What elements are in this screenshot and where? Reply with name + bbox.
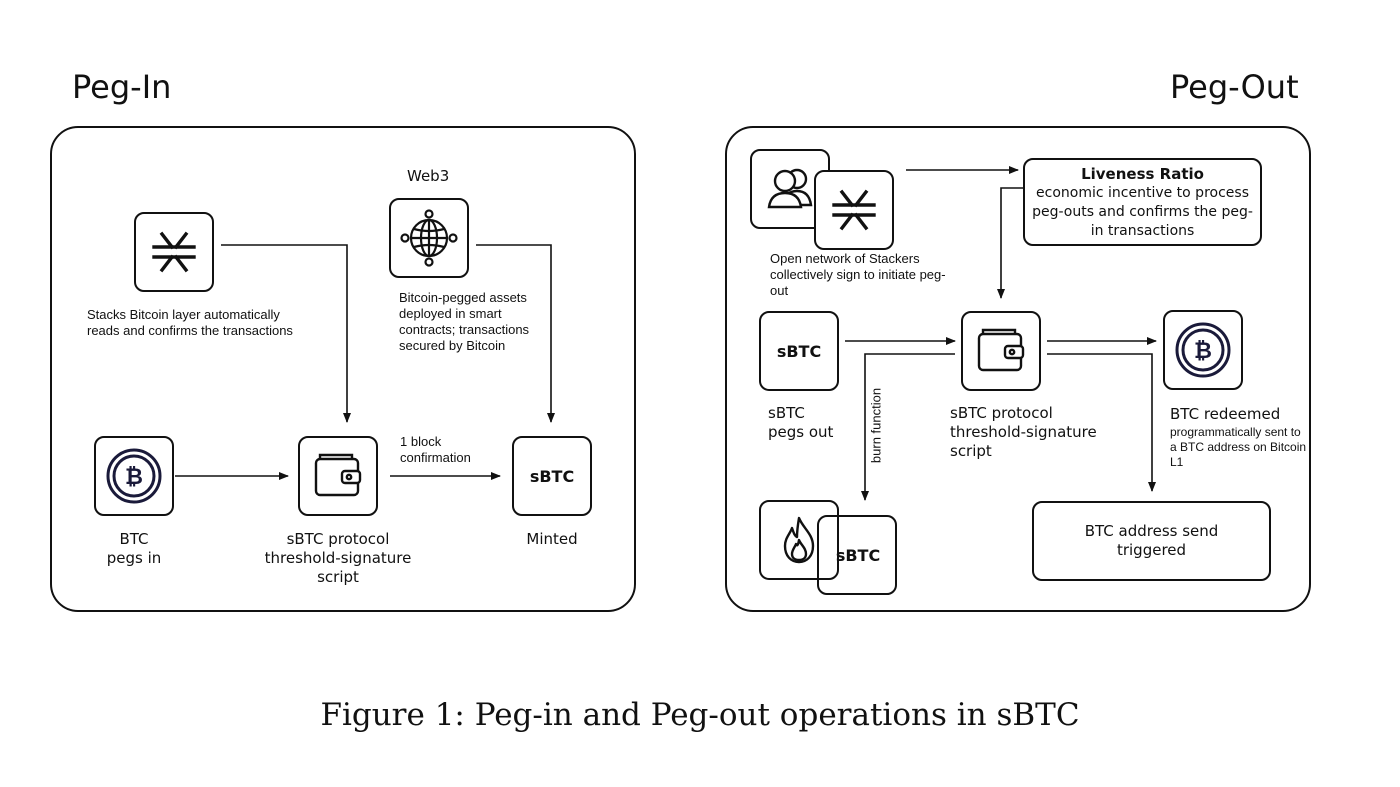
figure-caption: Figure 1: Peg-in and Peg-out operations … [320,697,1080,733]
stackers-caption: Open network of Stackers collectively si… [770,251,946,298]
arrow-web3-to-sbtc [476,244,555,423]
peg-in-title: Peg-In [72,68,172,106]
arrow-liveness-to-protocol [997,187,1023,299]
fire-icon [783,516,815,564]
liveness-ratio-box: Liveness Ratio economic incentive to pro… [1023,158,1262,246]
web3-caption: Bitcoin-pegged assets deployed in smart … [399,290,530,353]
peg-out-panel [725,126,1311,612]
stackers-users-tile [750,149,830,229]
sbtc-pegs-out-tile: sBTC [759,311,839,391]
sbtc-minted-text: sBTC [529,466,575,486]
liveness-text: economic incentive to process peg-outs a… [1032,185,1253,239]
peg-in-panel [50,126,636,612]
bitcoin-coin-icon: ₿ [106,448,162,504]
stackers-stacks-tile [814,170,894,250]
arrow-protocol-to-address [1047,353,1156,492]
stacks-tile [134,212,214,292]
btc-pegs-in-tile: ₿ [94,436,174,516]
sbtc-pegs-out-text: sBTC [776,341,822,361]
btc-redeemed-title: BTC redeemed [1170,405,1281,423]
svg-text:₿: ₿ [125,465,143,490]
burn-sbtc-tile: sBTC [817,515,897,595]
arrow-stacks-to-protocol [221,244,351,423]
protocol-tile [298,436,378,516]
address-send-text: BTC address send triggered [1084,522,1219,559]
burn-function-label: burn function [868,387,884,464]
burn-sbtc-text: sBTC [835,545,881,565]
confirmation-label: 1 block confirmation [400,434,471,465]
liveness-title: Liveness Ratio [1081,165,1204,183]
wallet-icon [314,453,362,497]
peg-out-title: Peg-Out [1170,68,1299,106]
address-send-box: BTC address send triggered [1032,501,1271,581]
users-icon [767,168,813,209]
protocol-label: sBTC protocol threshold-signature script [264,530,412,586]
arrow-burn-function [861,353,955,501]
btc-redeemed-text: programmatically sent to a BTC address o… [1170,425,1307,469]
bitcoin-coin-icon: ₿ [1175,322,1231,378]
burn-fire-tile [759,500,839,580]
stacks-icon [832,189,876,231]
globe-network-icon [400,209,458,267]
stacks-caption: Stacks Bitcoin layer automatically reads… [87,307,293,338]
peg-out-protocol-tile [961,311,1041,391]
svg-text:₿: ₿ [1194,339,1212,364]
peg-out-protocol-label: sBTC protocol threshold-signature script [950,404,1097,460]
web3-tile [389,198,469,278]
web3-label: Web3 [407,167,450,185]
btc-pegs-in-label: BTC pegs in [106,530,162,567]
wallet-icon [977,328,1025,372]
sbtc-minted-tile: sBTC [512,436,592,516]
btc-redeemed-tile: ₿ [1163,310,1243,390]
minted-label: Minted [526,530,578,548]
stacks-icon [152,231,196,273]
sbtc-pegs-out-label: sBTC pegs out [768,404,834,441]
